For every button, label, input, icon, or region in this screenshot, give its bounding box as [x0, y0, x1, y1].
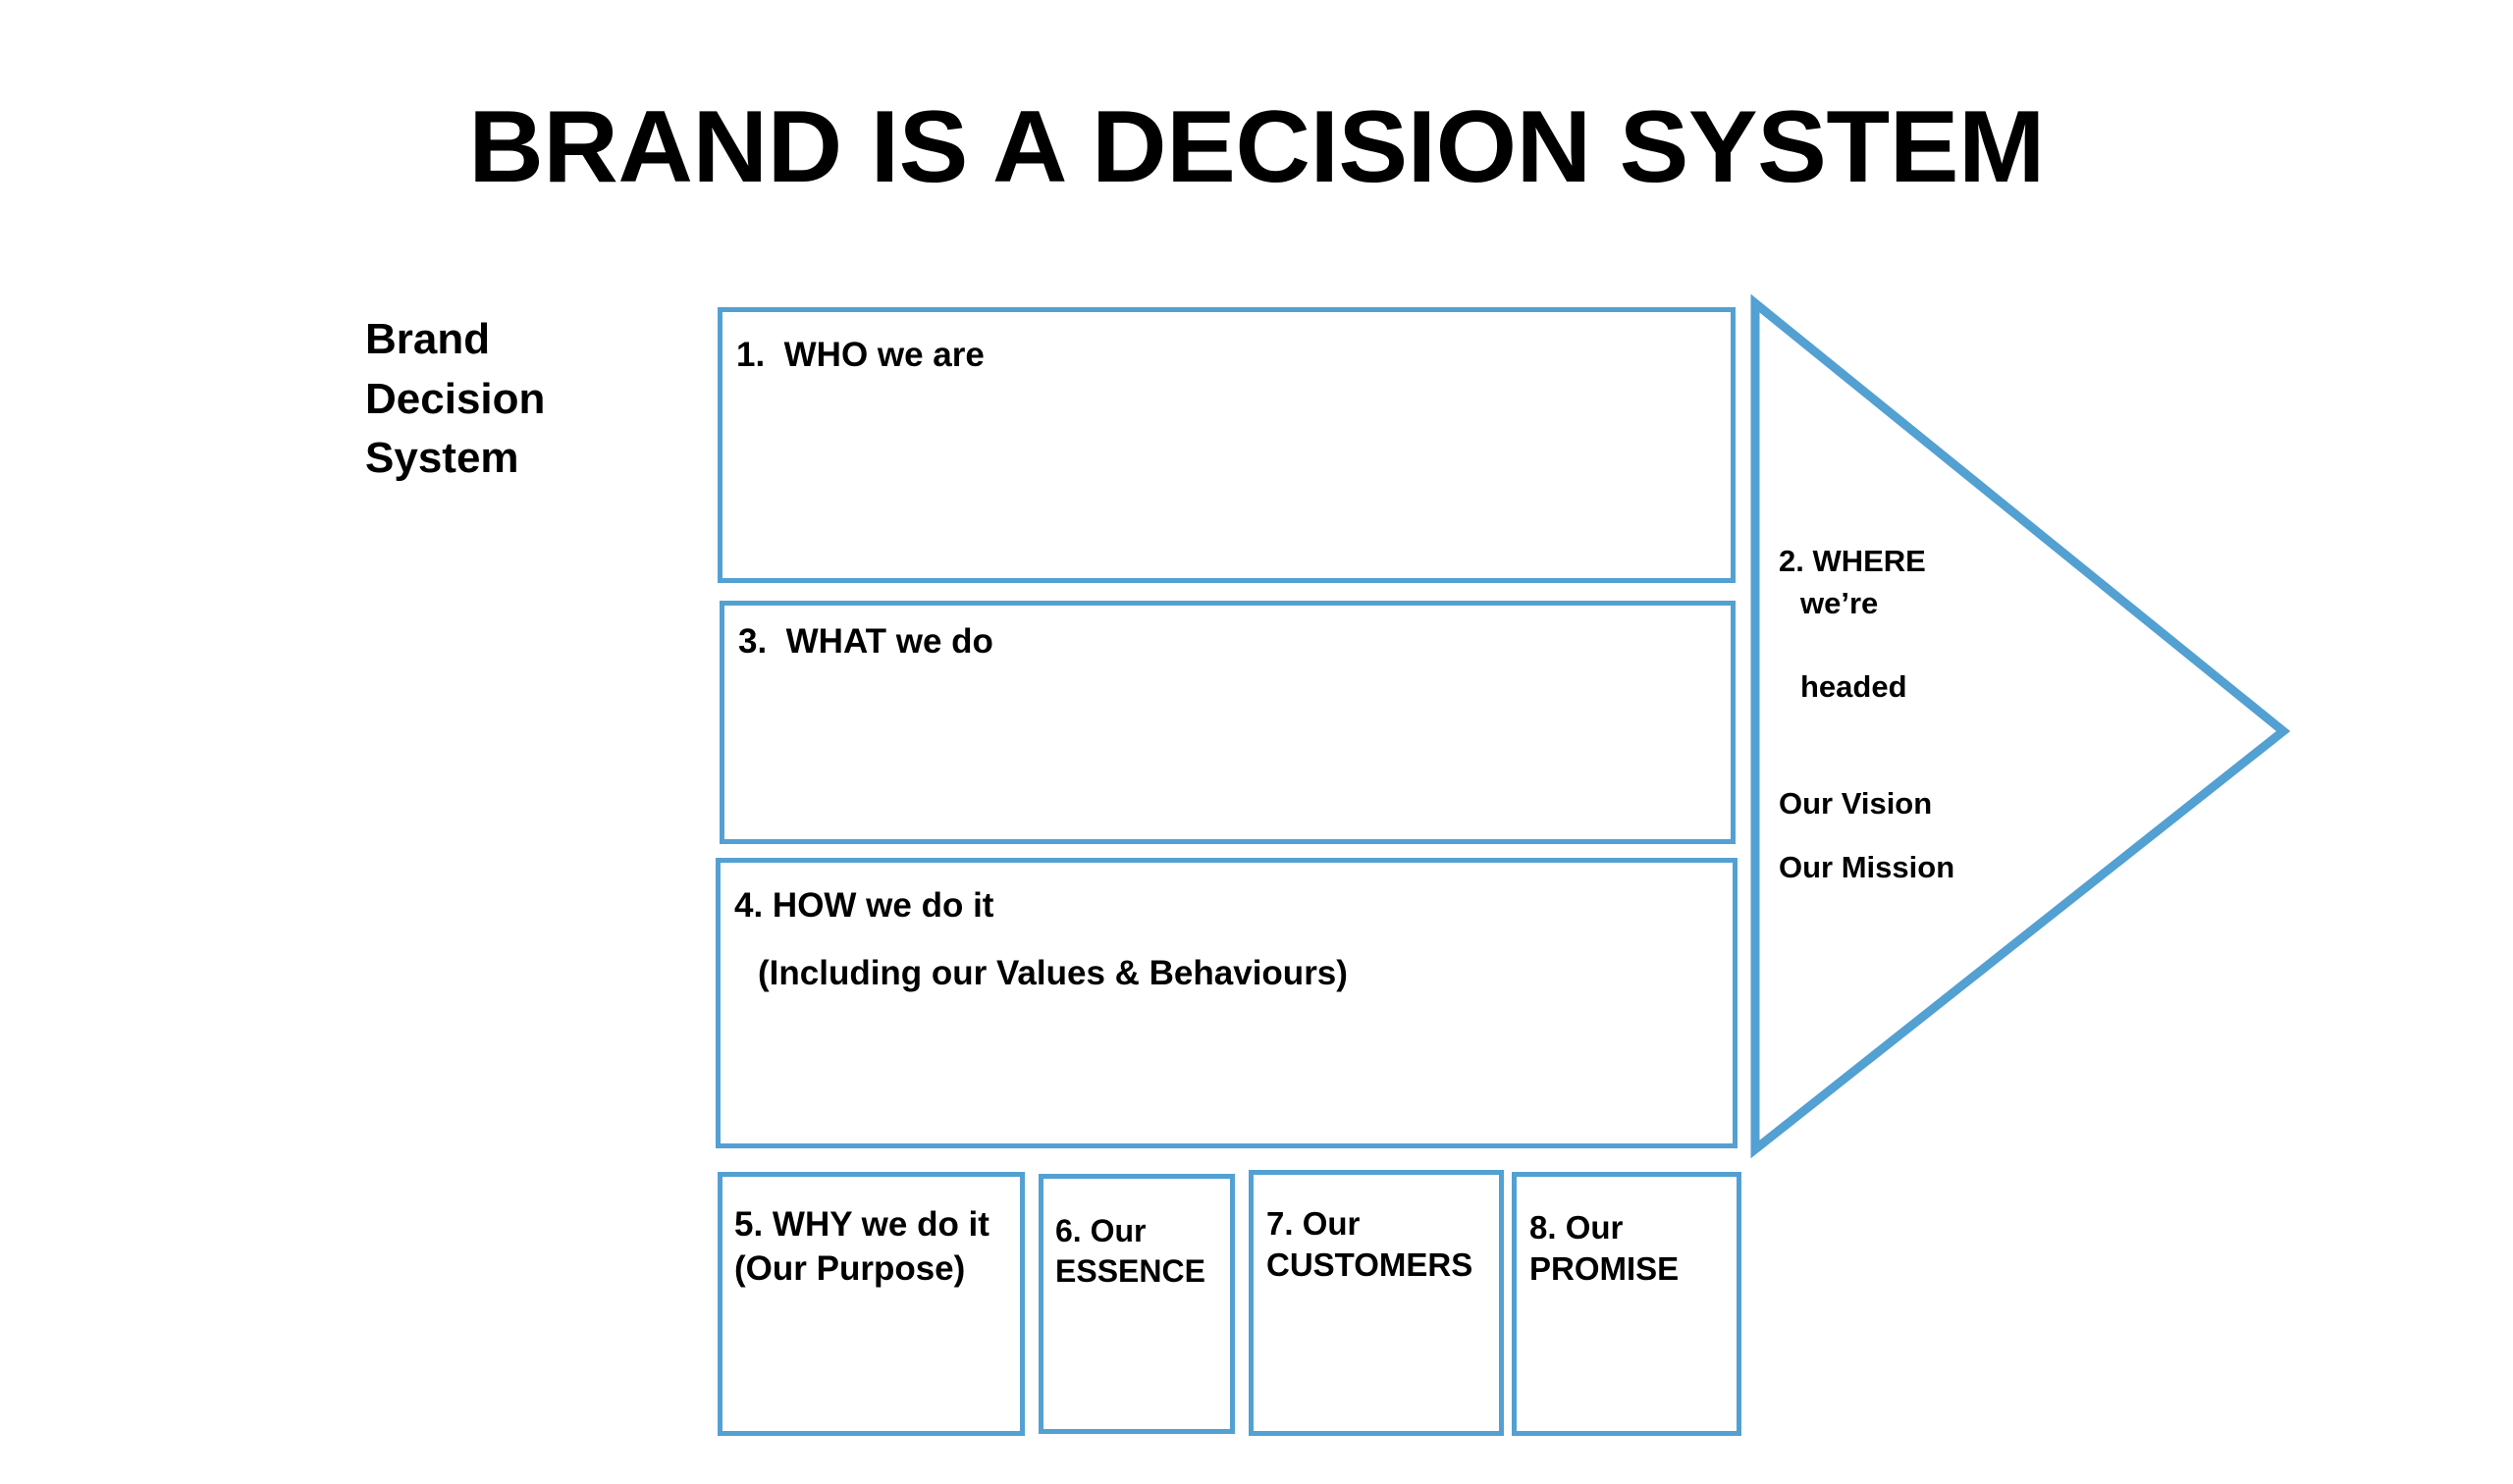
brand-decision-system-caption: Brand Decision System	[365, 310, 689, 489]
caption-line-1: Brand	[365, 315, 491, 363]
box-how-we-do-it[interactable]	[716, 858, 1738, 1148]
box-our-customers-label: 7. Our CUSTOMERS	[1266, 1205, 1473, 1284]
arrow-heading-line-1: 2. WHERE	[1779, 543, 1926, 578]
box-how-we-do-it-label: 4. HOW we do it	[734, 886, 994, 925]
box-our-essence-label: 6. Our ESSENCE	[1055, 1213, 1205, 1289]
arrow-item-our-mission: Our Mission	[1779, 849, 1955, 884]
box-why-we-do-it-label: 5. WHY we do it (Our Purpose)	[734, 1205, 989, 1288]
box-our-essence[interactable]	[1039, 1174, 1235, 1434]
arrow-heading: 2. WHERE we’re headed	[1779, 499, 2044, 751]
box-what-we-do[interactable]	[720, 601, 1736, 844]
box-what-we-do-label: 3. WHAT we do	[738, 622, 993, 661]
box-how-we-do-it-sublabel: (Including our Values & Behaviours)	[758, 954, 1348, 992]
page-title: BRAND IS A DECISION SYSTEM	[468, 90, 2045, 204]
box-our-promise[interactable]	[1512, 1172, 1741, 1436]
box-our-promise-label: 8. Our PROMISE	[1529, 1209, 1680, 1288]
caption-line-2: Decision	[365, 374, 546, 423]
box-who-we-are[interactable]	[718, 307, 1736, 583]
arrow-heading-line-3: headed	[1800, 669, 1907, 705]
arrow-text-block: 2. WHERE we’re headed Our Vision Our Mis…	[1779, 499, 2044, 885]
caption-line-3: System	[365, 434, 519, 483]
box-why-we-do-it[interactable]	[718, 1172, 1025, 1436]
box-who-we-are-label: 1. WHO we are	[736, 336, 985, 374]
box-our-customers[interactable]	[1249, 1170, 1504, 1436]
arrow-item-our-vision: Our Vision	[1779, 785, 1933, 821]
arrow-heading-line-2: we’re	[1800, 585, 1879, 620]
